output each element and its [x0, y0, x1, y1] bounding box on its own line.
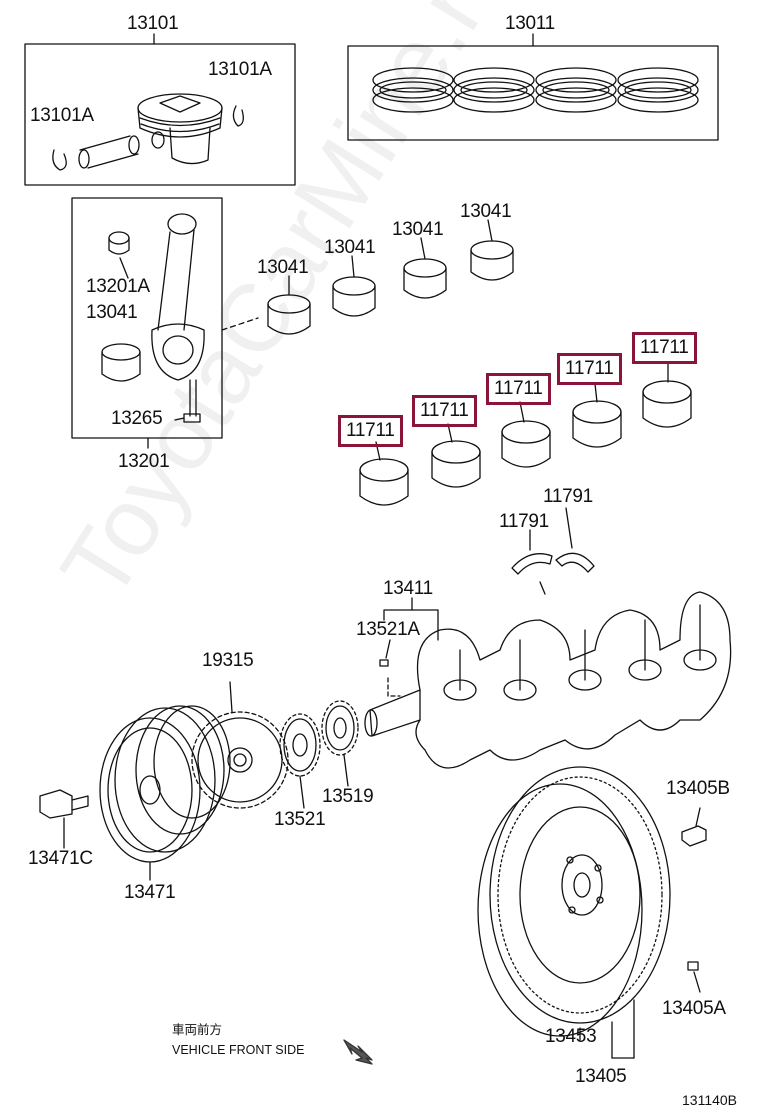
label-pulley-bolt[interactable]: 13471C — [28, 848, 93, 869]
label-main-bearing-3[interactable]: 11711 — [486, 373, 551, 405]
conrod-box — [71, 197, 223, 449]
flywheel-drawing — [477, 766, 707, 1059]
label-thrust-washer-a[interactable]: 11791 — [499, 511, 549, 532]
label-oil-pump-sprocket[interactable]: 13519 — [322, 786, 374, 807]
label-rod-bearing-4[interactable]: 13041 — [460, 201, 512, 222]
label-crank-pulley[interactable]: 13471 — [124, 882, 176, 903]
piston-box — [24, 33, 296, 186]
label-crank-key[interactable]: 13521A — [356, 619, 420, 640]
label-snap-ring-left[interactable]: 13101A — [30, 105, 94, 126]
label-main-bearing-1[interactable]: 11711 — [338, 415, 403, 447]
label-thrust-washer-b[interactable]: 11791 — [543, 486, 593, 507]
label-connecting-rod[interactable]: 13201 — [118, 451, 170, 472]
label-main-bearing-5[interactable]: 11711 — [632, 332, 697, 364]
label-rod-bearing-2[interactable]: 13041 — [324, 237, 376, 258]
label-rod-bearing-1[interactable]: 13041 — [257, 257, 309, 278]
main-bearings — [359, 361, 692, 506]
rings-box — [347, 33, 719, 141]
piston-drawing — [52, 93, 244, 171]
direction-label-cjk: 車両前方 — [172, 1023, 223, 1037]
rings-drawing — [372, 67, 699, 113]
direction-label: VEHICLE FRONT SIDE — [172, 1043, 305, 1057]
label-rod-bearing-in-box[interactable]: 13041 — [86, 302, 138, 323]
label-main-bearing-4[interactable]: 11711 — [557, 353, 622, 385]
label-rod-bearing-3[interactable]: 13041 — [392, 219, 444, 240]
label-piston-set[interactable]: 13101 — [127, 13, 179, 34]
label-flywheel-bolt[interactable]: 13405B — [666, 778, 730, 799]
label-pulley-sensor-plate[interactable]: 19315 — [202, 650, 254, 671]
label-dowel-pin[interactable]: 13405A — [662, 998, 726, 1019]
label-crankshaft[interactable]: 13411 — [383, 578, 433, 599]
label-ring-gear[interactable]: 13453 — [545, 1026, 597, 1047]
conrod-drawing — [101, 213, 205, 423]
label-main-bearing-2[interactable]: 11711 — [412, 395, 477, 427]
pulley-drawing — [39, 705, 231, 881]
direction-arrow — [343, 1039, 373, 1065]
label-snap-ring-right[interactable]: 13101A — [208, 59, 272, 80]
oil-pump-sprocket-drawing — [321, 700, 359, 787]
sensor-plate-drawing — [191, 681, 289, 809]
thrust-washers — [511, 507, 595, 595]
label-flywheel[interactable]: 13405 — [575, 1066, 627, 1087]
diagram-id: 131140B — [682, 1092, 738, 1108]
rod-bearings — [267, 219, 514, 335]
label-rod-bolt[interactable]: 13265 — [111, 408, 163, 429]
label-ring-set[interactable]: 13011 — [505, 13, 555, 34]
timing-sprocket-drawing — [279, 713, 321, 809]
label-rod-bushing[interactable]: 13201A — [86, 276, 150, 297]
label-timing-sprocket[interactable]: 13521 — [274, 809, 326, 830]
crankshaft-drawing — [364, 591, 732, 769]
